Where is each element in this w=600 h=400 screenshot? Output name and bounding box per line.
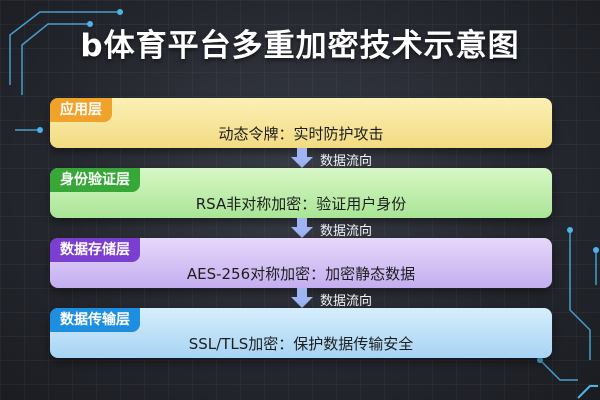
layer-application: 应用层 动态令牌：实时防护攻击	[50, 98, 552, 148]
diagram-title: b体育平台多重加密技术示意图	[80, 28, 520, 64]
layer-description-application: 动态令牌：实时防护攻击	[218, 125, 384, 143]
layer-description-auth: RSA非对称加密：验证用户身份	[195, 195, 407, 213]
down-arrow-icon	[291, 148, 313, 168]
down-arrow-icon	[291, 218, 313, 238]
layer-storage: 数据存储层 AES-256对称加密：加密静态数据	[50, 238, 552, 288]
layer-tag-auth: 身份验证层	[50, 168, 140, 192]
layer-description-storage: AES-256对称加密：加密静态数据	[186, 265, 416, 283]
layer-tag-application: 应用层	[50, 98, 112, 122]
down-arrow-icon	[291, 288, 313, 308]
layer-tag-transport: 数据传输层	[50, 308, 140, 332]
layer-auth: 身份验证层 RSA非对称加密：验证用户身份	[50, 168, 552, 218]
layer-tag-storage: 数据存储层	[50, 238, 140, 262]
flow-label: 数据流向	[320, 294, 373, 309]
layer-transport: 数据传输层 SSL/TLS加密：保护数据传输安全	[50, 308, 552, 358]
flow-label: 数据流向	[320, 224, 373, 239]
flow-label: 数据流向	[320, 154, 373, 169]
layer-description-transport: SSL/TLS加密：保护数据传输安全	[188, 335, 414, 353]
